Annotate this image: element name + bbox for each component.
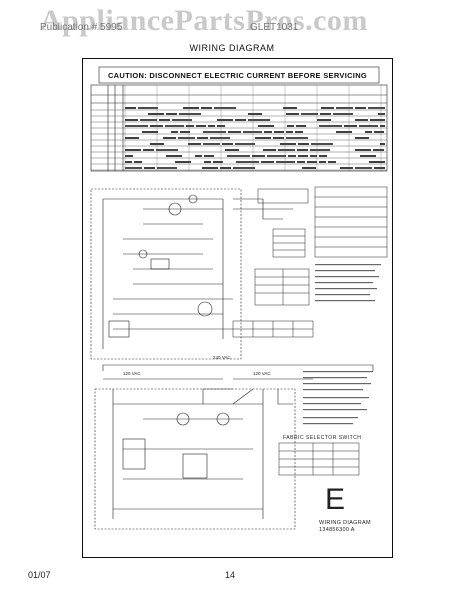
motor-symbol [168,202,182,216]
page-title: WIRING DIAGRAM [189,43,275,53]
page-header: AppliancePartsPros.com Publication # 599… [0,0,464,60]
timer-chart-columns [124,85,382,171]
voltage-label-120-left: 120 VAC [123,371,141,376]
timer-chart-rows [91,109,387,171]
relay-block [150,258,170,270]
voltage-label-240: 240 VAC [213,355,231,360]
temperature-table [254,268,310,306]
publication-number: Publication # 5995 [40,22,123,33]
model-number: GLET1031 [250,22,299,33]
legend-table [314,186,388,258]
schematic-key [257,188,309,258]
lower-notes-block [303,371,373,425]
caution-box [98,66,380,84]
fabric-selector-table [278,442,360,476]
watermark-logo: AppliancePartsPros.com [40,4,368,37]
sheet-caption: WIRING DIAGRAM 134856300 A [319,520,371,534]
footer-page-number: 14 [225,570,236,580]
sheet-caption-line2: 134856300 A [319,527,355,533]
switch-block [108,320,130,338]
wiring-diagram-sheet: CAUTION: DISCONNECT ELECTRIC CURRENT BEF… [82,58,393,558]
thermostat-block [182,453,208,479]
caution-banner: CAUTION: DISCONNECT ELECTRIC CURRENT BEF… [107,71,368,80]
notes-block [315,264,381,302]
power-rails [102,364,374,380]
cycle-table [232,320,314,338]
fabric-selector-title: FABRIC SELECTOR SWITCH [283,435,362,441]
timer-chart-bars [125,107,385,169]
drive-motor-symbol [197,301,213,317]
heater-motor-symbol [176,412,190,426]
motor-circuit [90,188,293,360]
heater-circuit [94,388,296,530]
wiring-diagram-drawing [90,66,388,530]
motor-circuit-box [90,188,242,360]
heater-element [122,438,146,470]
voltage-label-120-right: 120 VAC [253,371,271,376]
sheet-caption-line1: WIRING DIAGRAM [319,520,371,526]
sheet-letter: E [325,483,346,516]
footer-date: 01/07 [28,570,51,580]
